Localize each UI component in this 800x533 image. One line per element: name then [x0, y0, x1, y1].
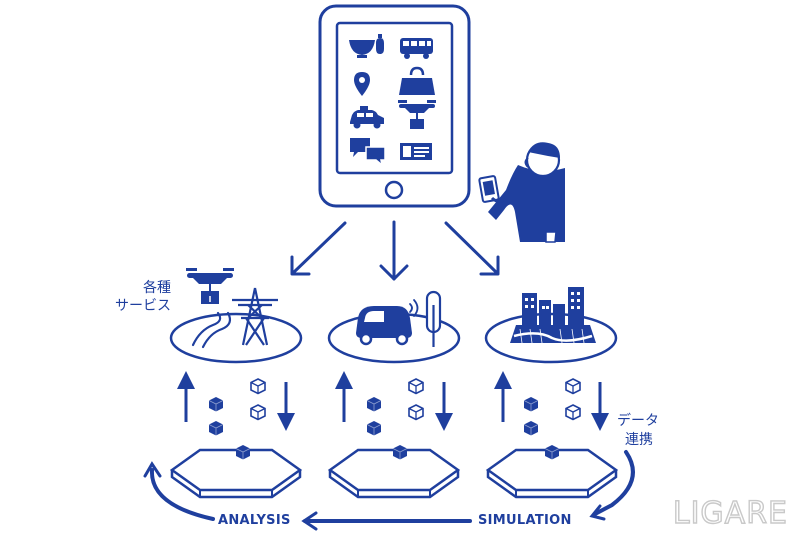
- data-link-label-line1: データ: [617, 413, 659, 429]
- analysis-label: ANALYSIS: [218, 513, 291, 528]
- wifi-signal-icon: [409, 299, 419, 317]
- id-card-icon: [400, 143, 432, 160]
- ligare-logo: LIGARE: [672, 495, 788, 531]
- services-label-line2: サービス: [115, 298, 171, 314]
- drone-delivery-icon: [398, 100, 436, 129]
- platform-2: [327, 444, 461, 499]
- road-curves: [191, 311, 232, 349]
- bus-icon: [400, 38, 433, 59]
- data-column-3: [494, 371, 609, 436]
- tree-icon: [425, 290, 442, 347]
- distribution-arrows: [290, 220, 500, 281]
- map-pin-icon: [354, 72, 370, 96]
- data-column-1: [177, 371, 295, 436]
- data-link-label-line2: 連携: [625, 432, 653, 448]
- simulation-label: SIMULATION: [478, 513, 572, 528]
- platform-1: [169, 444, 303, 499]
- platform-3: [485, 444, 619, 499]
- chat-bubbles-icon: [350, 138, 386, 167]
- scene-drone-power-tower: [169, 268, 303, 364]
- food-bowl-icon: [349, 34, 384, 58]
- taxi-icon: [350, 106, 384, 129]
- data-column-2: [335, 371, 453, 436]
- left-curve-arrow: [149, 468, 215, 521]
- buildings-icon: [510, 287, 596, 344]
- tablet-device: [318, 4, 471, 208]
- vehicle-icon: [356, 306, 412, 346]
- power-tower-icon: [232, 287, 278, 346]
- services-label-line1: 各種: [143, 280, 171, 296]
- scene-autonomous-vehicle: [327, 290, 461, 364]
- right-curve-arrow: [593, 450, 635, 516]
- cycle-arrows: [143, 450, 635, 531]
- person-with-phone: [478, 142, 565, 243]
- shopping-bag-icon: [399, 66, 435, 95]
- scene-city-buildings: [484, 287, 618, 364]
